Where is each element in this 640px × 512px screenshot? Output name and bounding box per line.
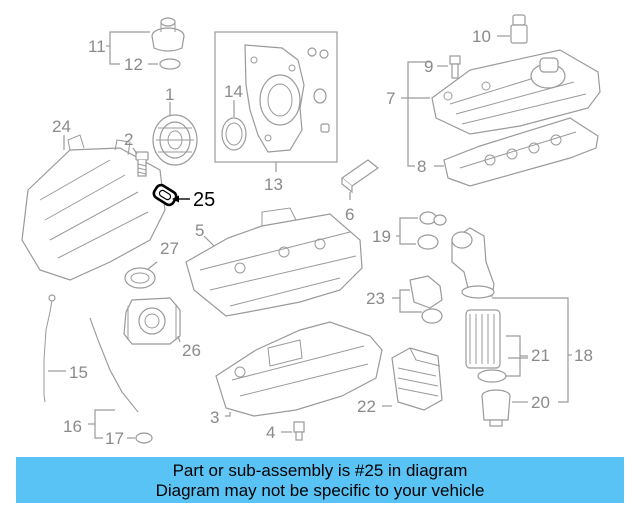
label-17: 17 xyxy=(105,429,124,448)
banner-line-disclaimer: Diagram may not be specific to your vehi… xyxy=(155,481,485,500)
throttle-body-part xyxy=(123,297,181,345)
pulley-part xyxy=(152,114,198,166)
label-12: 12 xyxy=(124,55,143,74)
washer-17-part xyxy=(135,432,153,444)
label-1: 1 xyxy=(165,85,174,104)
bolt-2-part xyxy=(135,151,149,177)
label-22: 22 xyxy=(357,397,376,416)
bracket-6-part xyxy=(340,159,380,194)
filter-element-part xyxy=(465,309,507,383)
label-16: 16 xyxy=(63,417,82,436)
label-5: 5 xyxy=(195,221,204,240)
seal-25-part xyxy=(152,183,178,207)
label-6: 6 xyxy=(345,205,354,224)
label-24: 24 xyxy=(52,117,71,136)
timing-cover-part xyxy=(244,44,330,153)
label-7: 7 xyxy=(386,89,395,108)
label-2: 2 xyxy=(124,130,133,149)
filler-cap-part xyxy=(151,17,185,52)
label-15: 15 xyxy=(69,363,88,382)
label-19: 19 xyxy=(372,227,391,246)
filter-cap-part xyxy=(481,389,511,427)
parts-diagram: 24 25 27 26 15 16 17 xyxy=(21,14,601,448)
upper-oil-pan-part xyxy=(185,207,363,317)
label-23: 23 xyxy=(366,289,385,308)
label-26: 26 xyxy=(182,341,201,360)
seals-19-part xyxy=(417,211,447,250)
label-27: 27 xyxy=(160,239,179,258)
label-18: 18 xyxy=(574,346,593,365)
dipstick-tube-part xyxy=(43,294,139,413)
cap-seal-part xyxy=(159,58,181,70)
label-25: 25 xyxy=(193,189,215,211)
valve-cover-part xyxy=(431,49,601,135)
label-20: 20 xyxy=(531,393,550,412)
label-21: 21 xyxy=(531,346,550,365)
pipe-23-part xyxy=(409,275,443,324)
bolt-9-part xyxy=(449,55,461,79)
label-8: 8 xyxy=(417,157,426,176)
label-9: 9 xyxy=(424,57,433,76)
gasket-27-part xyxy=(124,267,156,289)
label-3: 3 xyxy=(210,408,219,427)
banner-line-part-number: Part or sub-assembly is #25 in diagram xyxy=(172,461,468,480)
drain-plug-part xyxy=(293,421,305,441)
label-11: 11 xyxy=(88,37,106,56)
label-14: 14 xyxy=(224,82,243,101)
filter-housing-part xyxy=(451,227,495,299)
oil-cooler-part xyxy=(391,347,443,411)
label-4: 4 xyxy=(266,423,275,442)
sensor-10-part xyxy=(510,14,528,44)
cover-gasket-part xyxy=(443,117,599,187)
info-banner: Part or sub-assembly is #25 in diagram D… xyxy=(16,457,624,503)
label-10: 10 xyxy=(472,27,491,46)
intake-manifold-part xyxy=(21,134,166,281)
lower-oil-pan-part xyxy=(215,321,383,417)
label-13: 13 xyxy=(264,175,283,194)
